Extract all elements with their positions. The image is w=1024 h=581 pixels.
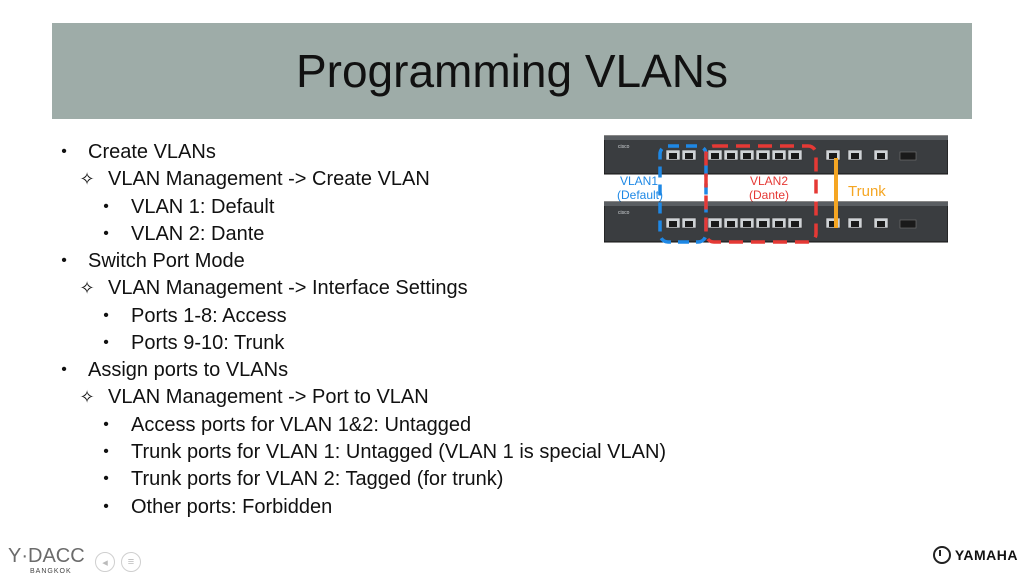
sub-sub-bullet-item: • Other ports: Forbidden: [96, 495, 332, 519]
slide-title: Programming VLANs: [295, 45, 729, 97]
bullet-item: • Switch Port Mode: [54, 249, 245, 273]
bullet-text: Assign ports to VLANs: [88, 359, 289, 381]
logo-text: Y·DACC: [8, 545, 85, 567]
bullet-item: • Create VLANs: [54, 140, 216, 164]
yamaha-brand: YAMAHA: [954, 547, 1018, 563]
bullet-text: VLAN 2: Dante: [131, 223, 265, 245]
cisco-logo: cisco: [618, 210, 630, 216]
sub-sub-bullet-item: • VLAN 1: Default: [96, 195, 274, 219]
sub-sub-bullet-item: • Ports 9-10: Trunk: [96, 331, 284, 355]
bullet-text: VLAN Management -> Port to VLAN: [108, 386, 429, 408]
back-icon[interactable]: ◂: [95, 552, 115, 572]
bullet-marker: •: [103, 470, 109, 487]
bullet-marker: ✧: [79, 169, 95, 189]
bullet-text: Ports 9-10: Trunk: [131, 332, 285, 354]
switch-bottom-ports: [665, 217, 917, 229]
bullet-marker: ✧: [79, 278, 95, 298]
bullet-item: • Assign ports to VLANs: [54, 358, 288, 382]
sub-sub-bullet-item: • Ports 1-8: Access: [96, 304, 287, 328]
sub-sub-bullet-item: • Trunk ports for VLAN 1: Untagged (VLAN …: [96, 440, 666, 464]
menu-icon[interactable]: ≡: [121, 552, 141, 572]
bullet-text: Other ports: Forbidden: [131, 496, 333, 518]
bullet-marker: •: [61, 252, 67, 269]
trunk-label: Trunk: [848, 183, 886, 200]
sub-bullet-item: ✧ VLAN Management -> Create VLAN: [76, 167, 430, 191]
switch-top-ports: [665, 149, 917, 161]
cisco-logo: cisco: [618, 144, 630, 150]
sub-sub-bullet-item: • Access ports for VLAN 1&2: Untagged: [96, 413, 471, 437]
bullet-marker: •: [103, 307, 109, 324]
bullet-marker: •: [61, 143, 67, 160]
bullet-marker: •: [103, 443, 109, 460]
switch-vlan-figure: cisco cisco VLAN1 (D: [604, 130, 948, 250]
vlan1-outline: [658, 144, 708, 244]
vlan2-outline: [704, 144, 818, 244]
bullet-text: Access ports for VLAN 1&2: Untagged: [131, 414, 472, 436]
tuning-fork-icon: [932, 546, 951, 564]
bullet-marker: •: [103, 198, 109, 215]
bullet-text: Create VLANs: [88, 141, 216, 163]
sub-bullet-item: ✧ VLAN Management -> Interface Settings: [76, 276, 468, 300]
bullet-marker: •: [61, 361, 67, 378]
bullet-text: Trunk ports for VLAN 2: Tagged (for trun…: [131, 468, 504, 490]
sub-sub-bullet-item: • VLAN 2: Dante: [96, 222, 264, 246]
title-bar: Programming VLANs: [52, 23, 972, 119]
logo-sub: BANGKOK: [30, 568, 72, 575]
vlan2-sublabel: (Dante): [749, 188, 789, 202]
vlan1-sublabel: (Default): [617, 188, 663, 202]
bullet-marker: •: [103, 225, 109, 242]
bullet-marker: •: [103, 334, 109, 351]
sub-bullet-item: ✧ VLAN Management -> Port to VLAN: [76, 385, 429, 409]
bullet-text: Ports 1-8: Access: [131, 305, 287, 327]
bullet-text: Trunk ports for VLAN 1: Untagged (VLAN 1…: [131, 441, 667, 463]
bullet-text: Switch Port Mode: [88, 250, 245, 272]
yamaha-logo: YAMAHA: [932, 546, 1018, 564]
vlan2-label: VLAN2: [750, 174, 788, 188]
bullet-marker: ✧: [79, 387, 95, 407]
vlan1-label: VLAN1: [620, 174, 658, 188]
bullet-text: VLAN Management -> Interface Settings: [108, 277, 468, 299]
bullet-marker: •: [103, 416, 109, 433]
bullet-marker: •: [103, 498, 109, 515]
ydacc-logo: Y·DACC BANGKOK: [6, 538, 176, 576]
sub-sub-bullet-item: • Trunk ports for VLAN 2: Tagged (for tru…: [96, 467, 503, 491]
switch-diagram: cisco cisco VLAN1 (D: [604, 135, 948, 244]
bullet-text: VLAN 1: Default: [131, 196, 275, 218]
bullet-text: VLAN Management -> Create VLAN: [108, 168, 430, 190]
